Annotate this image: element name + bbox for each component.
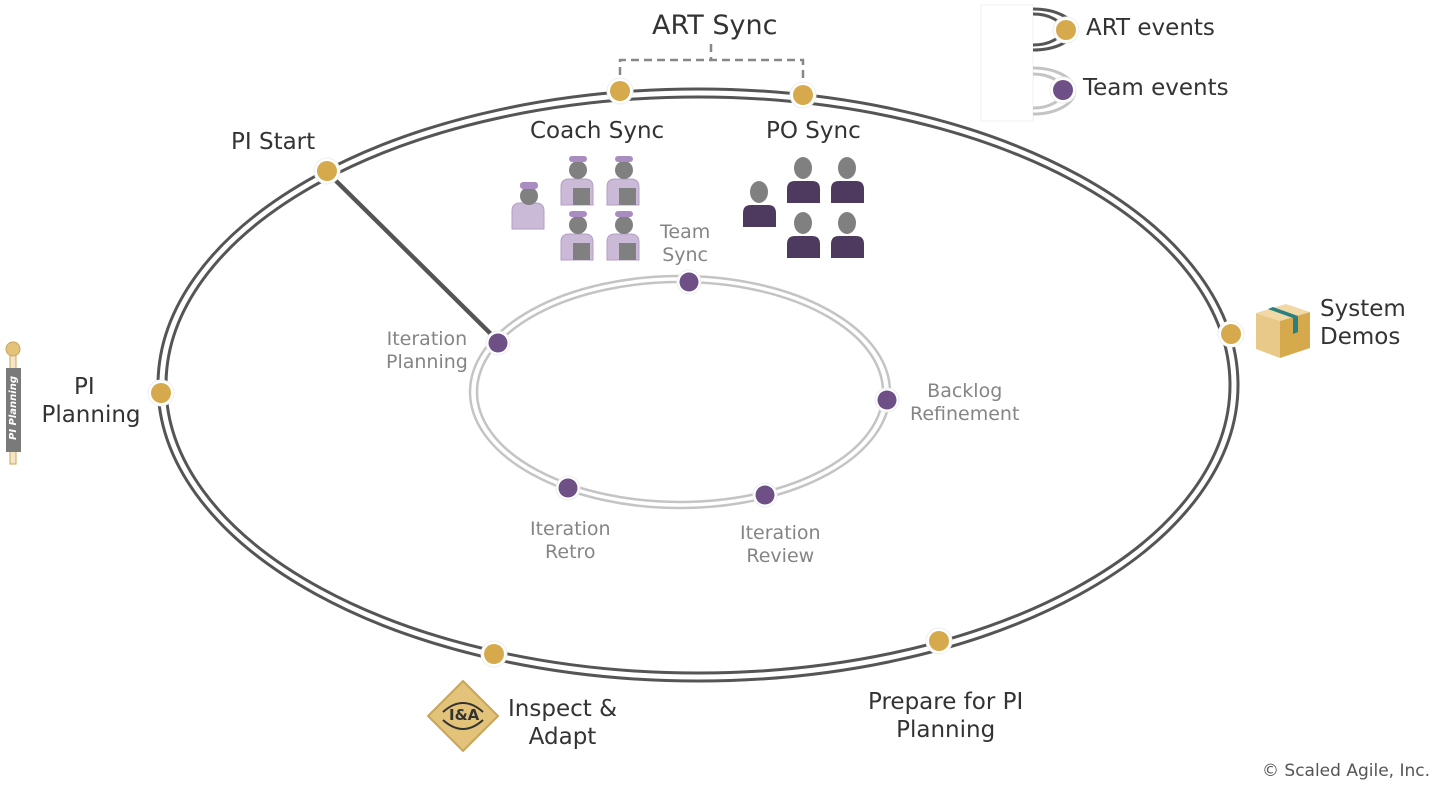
art-event-node-art-sync-2[interactable] <box>789 81 817 109</box>
inspect-adapt-label-line1: Inspect & <box>508 696 618 722</box>
system-demos-label-line2: Demos <box>1320 323 1401 350</box>
team-event-node-team-sync[interactable] <box>676 269 702 295</box>
inspect-adapt-label-line2: Adapt <box>528 723 597 750</box>
art-event-node-pi-start[interactable] <box>313 157 341 185</box>
team-event-node-iteration-planning[interactable] <box>485 330 511 356</box>
coach-sync-label: Coach Sync <box>530 118 665 144</box>
package-box-icon <box>1256 304 1310 358</box>
team-sync-label: Team Sync <box>660 221 710 267</box>
team-event-node-iteration-retro[interactable] <box>555 475 581 501</box>
team-sync-label-line1: Team <box>660 221 711 243</box>
coach-person-icon <box>606 211 640 261</box>
art-sync-bracket <box>618 44 805 88</box>
po-person-icon <box>787 157 820 203</box>
art-event-node-prepare-pi[interactable] <box>925 627 953 655</box>
art-event-node-pi-planning[interactable] <box>147 379 175 407</box>
legend-art-events-label: ART events <box>1086 15 1215 41</box>
coach-person-icon <box>606 156 640 206</box>
prepare-pi-planning-label-line1: Prepare for PI <box>868 689 1024 715</box>
coach-person-icon <box>560 156 594 206</box>
system-demos-label: System Demos <box>1320 296 1406 351</box>
prepare-pi-planning-label-line2: Planning <box>896 716 996 743</box>
team-event-node-iteration-review[interactable] <box>752 482 778 508</box>
pi-start-connector <box>320 166 504 346</box>
prepare-pi-planning-label: Prepare for PI Planning <box>868 689 1023 744</box>
art-sync-label: ART Sync <box>652 10 778 41</box>
legend-team-icon <box>1049 76 1077 104</box>
copyright: © Scaled Agile, Inc. <box>1262 761 1431 781</box>
po-sync-icon-group <box>743 157 864 258</box>
iteration-retro-label: Iteration Retro <box>530 518 611 564</box>
backlog-refinement-label-line2: Refinement <box>910 402 1020 425</box>
iteration-retro-label-line2: Retro <box>545 540 596 563</box>
pi-planning-flag-icon <box>5 341 21 465</box>
iteration-retro-label-line1: Iteration <box>530 518 611 540</box>
pi-planning-label-line1: PI <box>74 374 95 400</box>
po-person-icon <box>743 181 776 227</box>
iteration-review-label-line1: Iteration <box>740 522 821 544</box>
inspect-adapt-badge-icon <box>426 679 500 753</box>
iteration-planning-label-line1: Iteration <box>386 328 468 350</box>
legend-team-events-label: Team events <box>1083 75 1229 101</box>
backlog-refinement-label: Backlog Refinement <box>910 380 1019 426</box>
coach-person-icon <box>511 182 545 230</box>
legend-art-icon <box>1052 16 1080 44</box>
art-event-node-system-demos[interactable] <box>1217 320 1245 348</box>
team-track <box>468 274 892 510</box>
iteration-review-label: Iteration Review <box>740 522 821 568</box>
po-person-icon <box>831 212 864 258</box>
team-sync-label-line2: Sync <box>662 243 708 266</box>
ia-badge-text: I&A <box>449 706 480 724</box>
coach-sync-icon-group <box>511 156 640 261</box>
legend <box>980 4 1080 122</box>
pi-planning-label: PI Planning <box>36 374 146 429</box>
po-person-icon <box>831 157 864 203</box>
backlog-refinement-label-line1: Backlog <box>927 380 1003 402</box>
team-event-node-backlog-refinement[interactable] <box>874 387 900 413</box>
iteration-review-label-line2: Review <box>746 544 815 567</box>
po-sync-label: PO Sync <box>766 118 861 144</box>
pi-start-label: PI Start <box>231 129 316 155</box>
art-event-node-inspect-adapt[interactable] <box>480 640 508 668</box>
iteration-planning-label-line2: Planning <box>386 350 468 373</box>
pi-planning-flag-text: PI Planning <box>8 376 19 440</box>
pi-planning-label-line2: Planning <box>41 401 141 428</box>
iteration-planning-label: Iteration Planning <box>386 328 468 374</box>
po-person-icon <box>787 212 820 258</box>
art-event-node-art-sync-1[interactable] <box>606 77 634 105</box>
system-demos-label-line1: System <box>1320 296 1406 322</box>
inspect-adapt-label: Inspect & Adapt <box>508 696 617 751</box>
coach-person-icon <box>560 211 594 261</box>
